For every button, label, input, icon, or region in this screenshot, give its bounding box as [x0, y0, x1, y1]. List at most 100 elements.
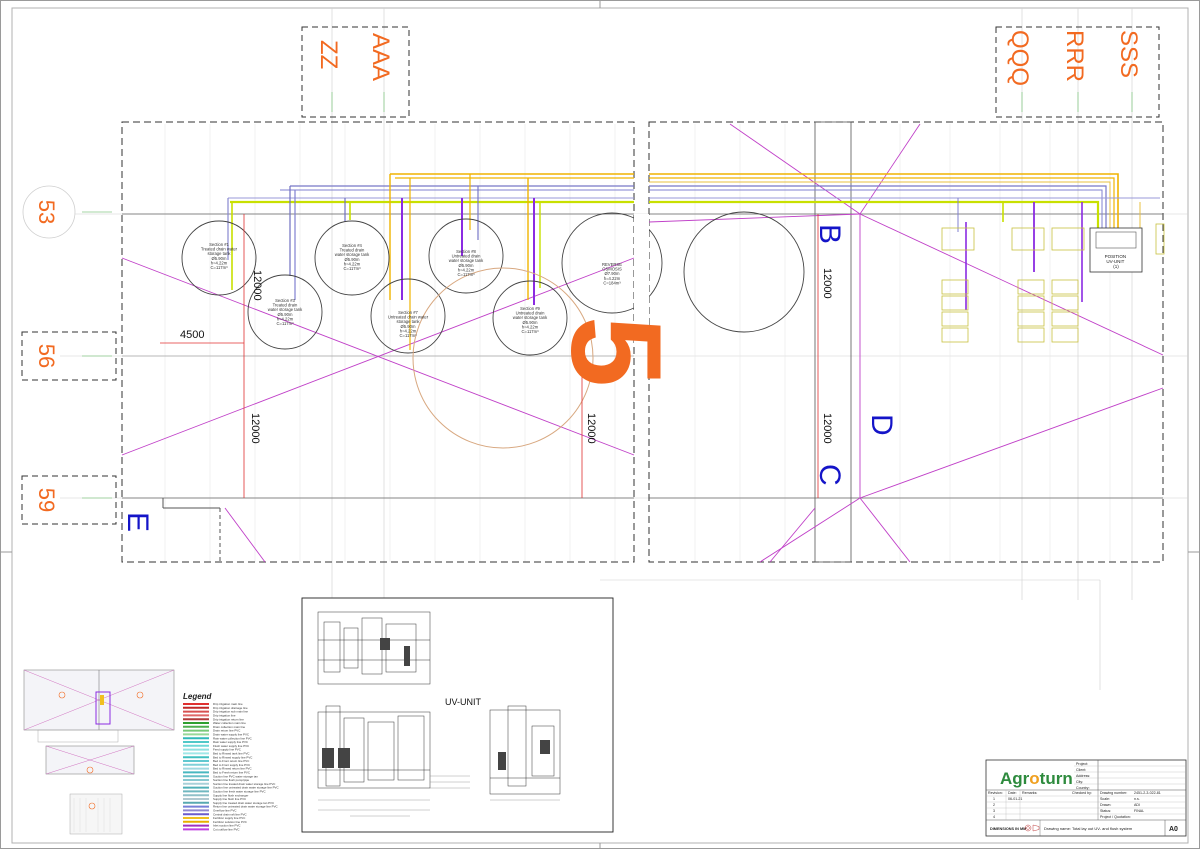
- row-label-53: 53: [34, 200, 59, 224]
- tank-t9: [492, 280, 568, 356]
- row-label-56: 56: [34, 344, 59, 368]
- dim-label-3: 12000: [249, 413, 261, 444]
- tb-checked-by: Checked by:: [1072, 791, 1092, 795]
- dim-label-4: 12000: [585, 413, 597, 444]
- hall-right: [648, 121, 1164, 563]
- tb-rev-3: 3: [993, 809, 995, 813]
- legend-item-label: Suction line untreated drain water stora…: [213, 786, 279, 790]
- tank-large: [683, 211, 805, 333]
- axis-letter-e: E: [121, 512, 154, 532]
- tb-city: City:: [1076, 780, 1083, 784]
- pipe-bundle: [227, 173, 1160, 350]
- tb-drawing-number-label: Drawing number:: [1100, 791, 1127, 795]
- uv-unit-sheet: UV-UNIT: [301, 597, 614, 833]
- tb-drawing-name: Drawing name: Total lay out UV- and flus…: [1044, 826, 1133, 831]
- tb-project-quotation: Project / Quotation:: [1100, 815, 1131, 819]
- legend-item-label: Supply line treated drain water storage …: [213, 801, 274, 805]
- legend-item-label: Supply line flush exchanger: [213, 793, 248, 797]
- legend-item-label: Overflow line PVC: [213, 809, 236, 813]
- tb-rev-1-date: 06-01-21: [1008, 797, 1022, 801]
- legend-item-label: Rain water collection line PVC: [213, 736, 252, 740]
- legend-item-label: Bed to Rinsed return line PVC: [213, 767, 252, 771]
- diagonal-lines: [121, 123, 1164, 563]
- tb-scale: n.s.: [1134, 797, 1140, 801]
- axis-letter-c: C: [813, 464, 846, 486]
- tank-circles: [181, 211, 805, 356]
- row-box-59: [21, 475, 117, 525]
- corridor: [814, 121, 852, 563]
- legend-item-label: Fertilizer supply line PVC: [213, 816, 245, 820]
- legend-item-label: Return line untreated drain water storag…: [213, 805, 278, 809]
- column-box-right: [995, 26, 1160, 118]
- area-number: 5: [544, 316, 687, 387]
- tank-t7: [370, 278, 446, 354]
- title-block: Agroturn Project: Client: Address: City:…: [985, 759, 1187, 837]
- tb-drawing-number: 2451-2-3-022-81: [1134, 791, 1161, 795]
- axis-letters: B D C E: [121, 224, 898, 532]
- legend-item-label: Drain water supply line PVC: [213, 733, 249, 737]
- legend-item-label: Suction line flush pump/pipe: [213, 778, 250, 782]
- column-label-zz: ZZ: [315, 40, 342, 69]
- tb-drawn-label: Drawn:: [1100, 803, 1111, 807]
- tb-country: Country:: [1076, 786, 1090, 790]
- legend-item-label: Suction line PVC water storage tan: [213, 774, 258, 778]
- tb-remarks-header: Remarks:: [1022, 791, 1037, 795]
- legend-item-label: Water collection main line: [213, 721, 246, 725]
- dim-label-6: 12000: [821, 413, 833, 444]
- projection-symbol-icon: [1024, 824, 1040, 832]
- tb-client: Client:: [1076, 768, 1086, 772]
- tank-t1: [181, 220, 257, 296]
- column-label-rrr: RRR: [1061, 30, 1088, 82]
- tank-t3: [247, 274, 323, 350]
- row-labels: 53 56 59: [34, 200, 59, 512]
- label-ticks: [82, 92, 1133, 499]
- dim-label-5: 12000: [821, 268, 833, 299]
- legend-item-label: Drip irrigation main line: [213, 702, 243, 706]
- column-box-left: [301, 26, 410, 118]
- legend-item-label: Bed to Rinsed supply line PVC: [213, 755, 252, 759]
- legend-item-label: Bed to Front supply line PVC: [213, 763, 250, 767]
- legend-item-label: Suction line fresh water storage line PV…: [213, 790, 266, 794]
- legend-item-label: Drip irrigation line: [213, 714, 236, 718]
- tb-dimensions-note: DIMENSIONS IN MM: [990, 827, 1026, 831]
- row-label-59: 59: [34, 488, 59, 512]
- tb-date-header: Date:: [1008, 791, 1017, 795]
- legend-item-label: Cut outflow line PVC: [213, 828, 240, 832]
- legend-item-label: Feed supply line PVC: [213, 748, 241, 752]
- legend-item-label: Supply line flush line PVC: [213, 797, 246, 801]
- tb-project: Project:: [1076, 762, 1088, 766]
- legend-item-label: Flush water supply line PVC: [213, 744, 249, 748]
- position-label: POSITION UV-UNIT (1): [1105, 254, 1128, 269]
- legend-item-label: Bed to Fresh return line PVC: [213, 771, 250, 775]
- tank-ro: [561, 212, 663, 314]
- dimension-lines: [160, 214, 819, 498]
- tb-status: FINAL: [1134, 809, 1144, 813]
- area-circle: [412, 267, 594, 449]
- tb-rev-4: 4: [993, 815, 995, 819]
- tb-status-label: Status:: [1100, 809, 1111, 813]
- axis-letter-d: D: [865, 414, 898, 436]
- legend-item-label: Drip irrigation return line: [213, 717, 244, 721]
- fertilizer-units: [941, 223, 1165, 343]
- agroturn-logo: Agroturn: [1000, 769, 1073, 788]
- legend-title: Legend: [183, 692, 213, 701]
- row-box-56: [21, 331, 117, 381]
- column-labels: ZZ AAA QQQ RRR SSS: [315, 30, 1142, 86]
- legend-item-label: Fertilizer solution line PVC: [213, 820, 247, 824]
- column-label-qqq: QQQ: [1006, 30, 1033, 86]
- dimension-labels: 12000 4500 12000 12000 12000 12000: [180, 268, 833, 444]
- legend-item-label: Drip irrigation sub main line: [213, 710, 248, 714]
- legend-item-label: Central drain raft line PVC: [213, 812, 247, 816]
- tb-rev-2: 2: [993, 803, 995, 807]
- tb-scale-label: Scale:: [1100, 797, 1110, 801]
- uv-position-box: POSITION UV-UNIT (1): [1089, 227, 1143, 273]
